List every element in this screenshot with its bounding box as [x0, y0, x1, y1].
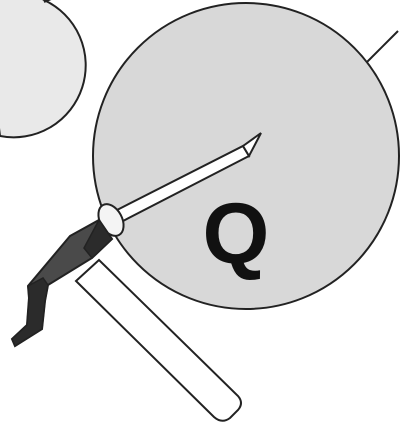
diagram-label-q: Q	[203, 186, 270, 282]
connector-line-right	[366, 31, 398, 63]
left-circle	[0, 0, 86, 137]
awl-blade-shade	[12, 278, 48, 346]
